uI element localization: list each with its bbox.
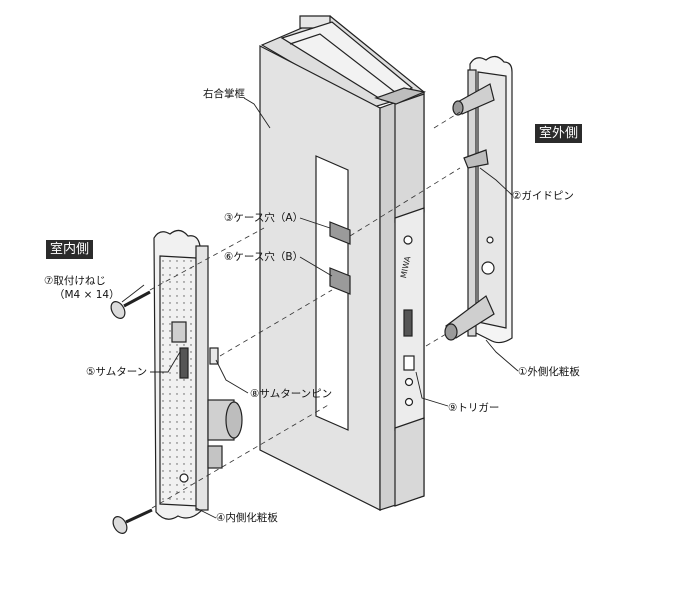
label-thumbturn-pin: ⑧サムターンピン	[250, 388, 333, 400]
label-screw-size: （M4 × 14）	[54, 289, 120, 301]
alignment-lines	[149, 111, 461, 509]
label-outer-escutcheon: ①外側化粧板	[518, 366, 580, 378]
label-case-hole-b: ⑥ケース穴（B）	[224, 251, 304, 263]
label-case-hole-a: ③ケース穴（A）	[224, 212, 304, 224]
leader-lines	[121, 97, 519, 519]
mounting-screws	[110, 290, 153, 534]
door-frame	[259, 15, 427, 511]
frame-label: 右合掌框	[203, 88, 245, 100]
label-thumbturn: ⑤サムターン	[86, 366, 148, 378]
label-guide-pin: ②ガイドピン	[512, 190, 574, 202]
inner-escutcheon	[153, 229, 243, 520]
indoor-side-heading: 室内側	[46, 240, 94, 259]
label-mounting-screw: ⑦取付けねじ	[44, 275, 106, 287]
outer-escutcheon	[444, 55, 513, 344]
label-trigger: ⑨トリガー	[448, 402, 500, 414]
label-inner-escutcheon: ④内側化粧板	[216, 512, 278, 524]
outdoor-side-heading: 室外側	[535, 124, 583, 143]
